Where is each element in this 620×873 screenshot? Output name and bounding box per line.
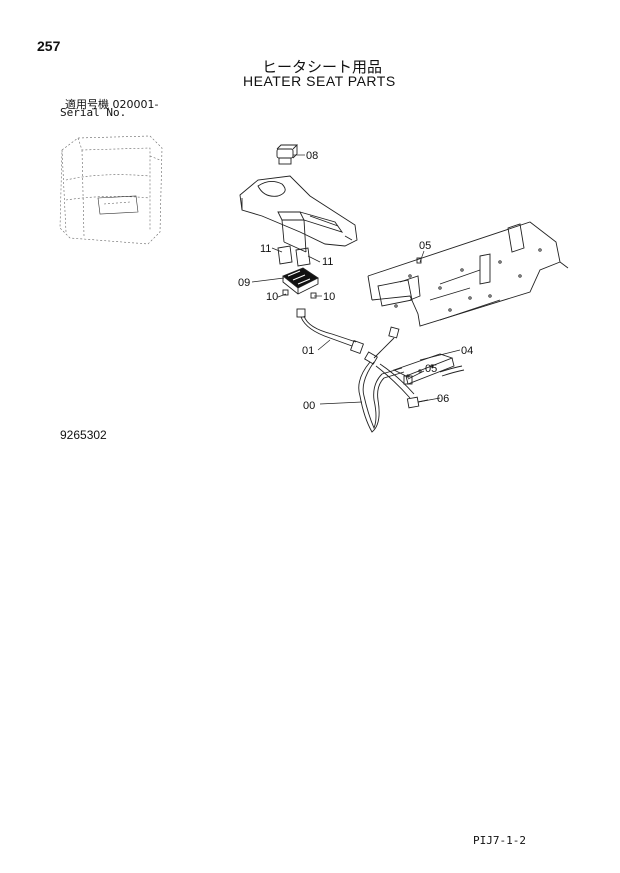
callout-05-connector: 05: [425, 363, 437, 375]
part-bracket-11: [277, 245, 311, 267]
cab-locator-thumbnail: [59, 135, 163, 245]
part-harness-00: [358, 326, 415, 433]
footer-code: PIJ7-1-2: [473, 834, 526, 847]
callout-01: 01: [302, 345, 314, 357]
callout-06: 06: [437, 393, 449, 405]
serial-label-jp: 適用号機 020001-: [65, 98, 159, 111]
callout-10-left: 10: [266, 291, 278, 303]
callout-08: 08: [306, 150, 318, 162]
part-console: [239, 175, 358, 253]
part-switch-plate-09: [282, 267, 319, 295]
callout-11-right: 11: [322, 256, 333, 268]
part-connector-06: [406, 396, 429, 409]
part-screw-10: [282, 289, 317, 299]
part-heater-04: [392, 353, 465, 385]
leader-lines: [251, 154, 461, 405]
serial-label-en: Serial No.: [60, 106, 127, 119]
callout-09: 09: [238, 277, 250, 289]
part-switch-08: [276, 144, 299, 165]
callout-11-left: 11: [260, 243, 271, 255]
callout-05-frame: 05: [419, 240, 431, 252]
callout-10-right: 10: [323, 291, 335, 303]
page-title-jp: ヒータシート用品: [262, 58, 383, 76]
callout-00: 00: [303, 400, 315, 412]
callout-04: 04: [461, 345, 473, 357]
page-title-en: HEATER SEAT PARTS: [243, 73, 396, 89]
page-number: 257: [37, 38, 61, 54]
drawing-number: 9265302: [60, 428, 107, 442]
part-harness-01: [296, 308, 364, 354]
part-floor-frame: [367, 221, 569, 327]
part-connector-05: [403, 375, 413, 385]
